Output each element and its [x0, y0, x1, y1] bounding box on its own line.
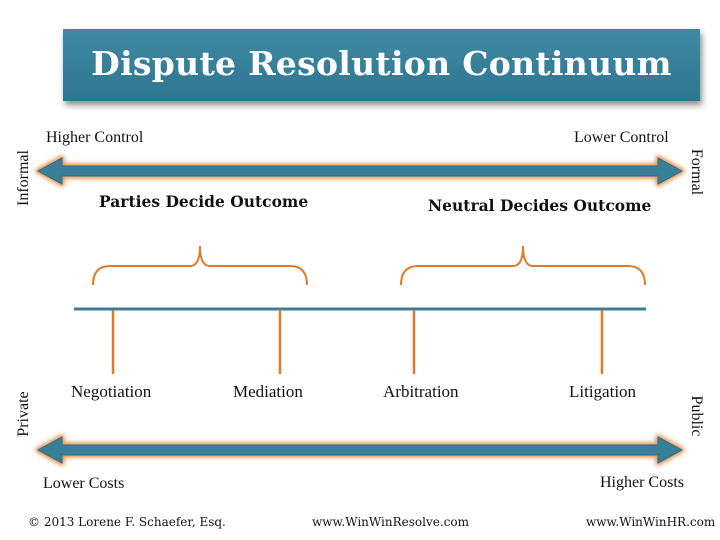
right-group-brace — [400, 245, 646, 286]
public-label: Public — [688, 395, 705, 437]
lower-control-label: Lower Control — [574, 129, 669, 146]
method-litigation: Litigation — [569, 382, 637, 401]
footer-copyright: © 2013 Lorene F. Schaefer, Esq. — [28, 515, 226, 529]
top-double-arrow — [35, 155, 685, 187]
title-banner: Dispute Resolution Continuum — [63, 29, 700, 101]
method-mediation: Mediation — [233, 382, 303, 401]
private-label: Private — [15, 391, 32, 437]
method-arbitration: Arbitration — [383, 382, 459, 401]
method-negotiation: Negotiation — [71, 382, 152, 401]
bottom-double-arrow — [35, 434, 685, 466]
higher-costs-label: Higher Costs — [600, 474, 684, 491]
neutral-decides-label: Neutral Decides Outcome — [428, 196, 652, 215]
informal-label: Informal — [15, 150, 32, 206]
footer-site-winwinhr: www.WinWinHR.com — [586, 515, 716, 529]
formal-label: Formal — [688, 148, 705, 196]
parties-decide-label: Parties Decide Outcome — [99, 192, 309, 211]
diagram-title: Dispute Resolution Continuum — [91, 44, 672, 83]
left-group-brace — [92, 245, 308, 286]
lower-costs-label: Lower Costs — [43, 475, 125, 492]
footer-site-winwinresolve: www.WinWinResolve.com — [312, 515, 469, 529]
higher-control-label: Higher Control — [46, 129, 144, 146]
